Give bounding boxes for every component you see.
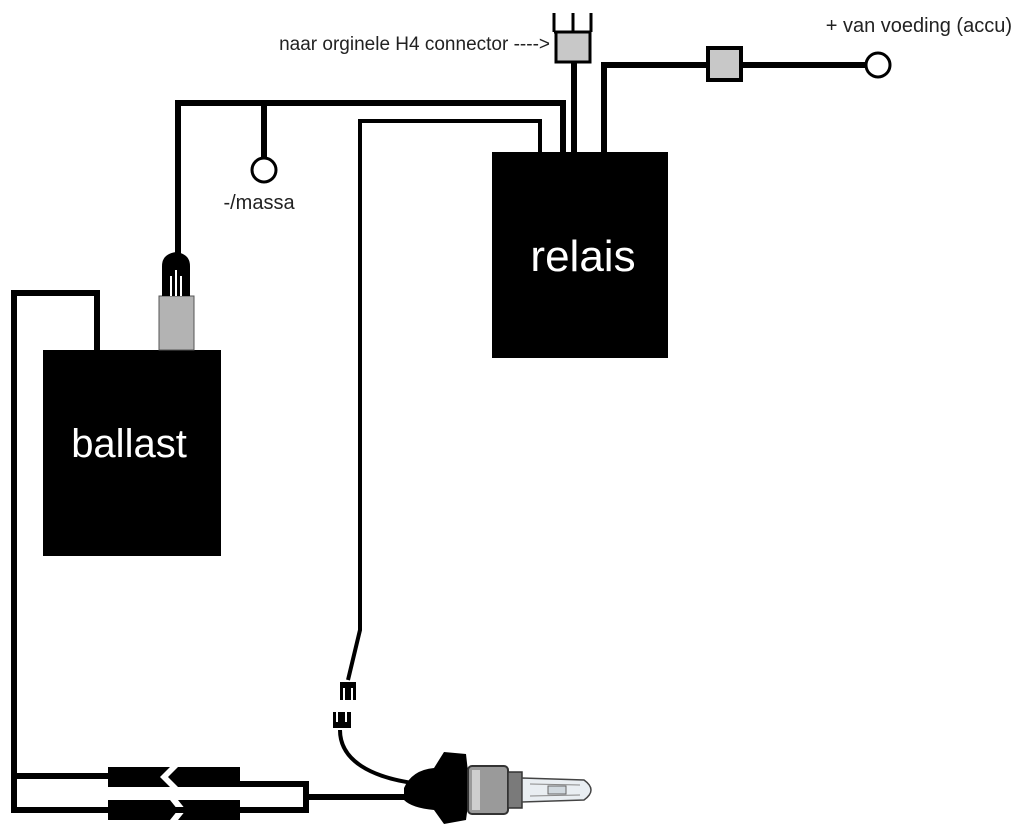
output-connector-bottom-right — [178, 800, 240, 820]
xenon-bulb-icon — [404, 752, 592, 824]
h4-connector: naar orginele H4 connector ----> — [279, 13, 593, 64]
ballast-box — [43, 350, 221, 556]
plug-connector-icon — [333, 682, 356, 728]
output-connector-top-right — [168, 767, 240, 787]
ring-terminal-icon — [864, 51, 892, 79]
h4-plug-icon — [552, 13, 593, 64]
inline-fuse-icon — [706, 46, 743, 82]
voeding-wire — [601, 62, 708, 152]
voeding-label: + van voeding (accu) — [826, 15, 1012, 37]
relais-box — [492, 152, 668, 358]
relais-to-bulb-wire — [346, 119, 542, 681]
massa-label: -/massa — [223, 192, 295, 214]
ballast-label: ballast — [71, 422, 187, 466]
relais-block: relais — [492, 152, 668, 358]
output-connector-top-left — [108, 767, 170, 787]
ballast-connector — [158, 252, 195, 351]
wires — [11, 62, 866, 813]
battery-terminal: + van voeding (accu) — [826, 15, 1012, 79]
ballast-connector-sleeve — [158, 295, 195, 351]
ballast-output-connectors — [108, 767, 240, 820]
xenon-bulb — [404, 752, 592, 824]
plug-connector-icon — [162, 252, 190, 296]
bulb-signal-connector — [333, 682, 356, 728]
output-connector-bottom-left — [108, 800, 178, 820]
ground-wire — [175, 100, 566, 258]
inline-fuse — [706, 46, 743, 82]
h4-connector-label: naar orginele H4 connector ----> — [279, 34, 550, 55]
connector-to-bulb-wire — [338, 729, 421, 786]
ballast-block: ballast — [43, 350, 221, 556]
massa-terminal: -/massa — [223, 156, 295, 214]
ring-terminal-icon — [250, 156, 278, 184]
relais-label: relais — [530, 232, 635, 281]
